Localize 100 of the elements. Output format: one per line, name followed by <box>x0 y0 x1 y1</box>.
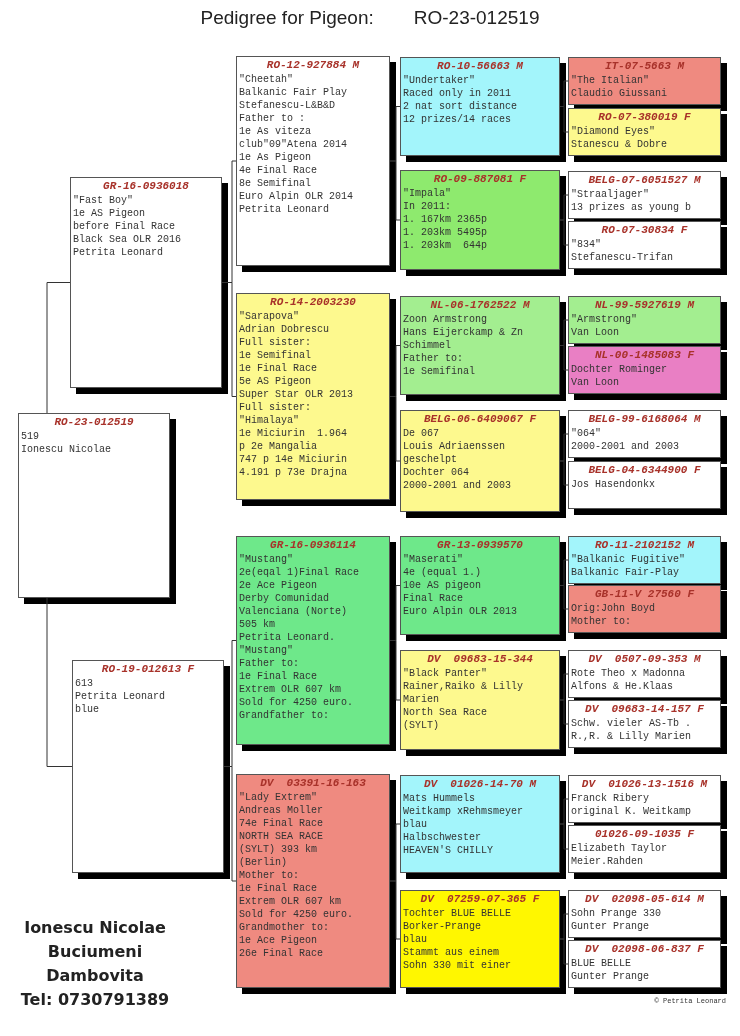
owner-address: Tel: 0730791389 <box>20 989 170 1011</box>
pedigree-note: "Mustang" <box>239 644 294 657</box>
ring-number: NL-99-5927619 M <box>594 298 696 312</box>
pedigree-note: "Lady Extrem" <box>239 791 318 804</box>
ring-number: RO-12-927884 M <box>265 58 361 72</box>
pedigree-note: BLUE BELLE <box>571 957 632 970</box>
pedigree-note: Marien <box>403 693 440 706</box>
pedigree-note: Father to : <box>239 112 306 125</box>
pedigree-note: Rainer,Raiko & Lilly <box>403 680 525 693</box>
pedigree-note: "Cheetah" <box>239 73 294 86</box>
ring-number: RO-11-2102152 M <box>594 538 696 552</box>
pedigree-note: "Armstrong" <box>571 313 638 326</box>
pedigree-note: Elizabeth Taylor <box>571 842 668 855</box>
pedigree-note: 1e Miciurin 1.964 <box>239 427 349 440</box>
pedigree-note: Sohn 330 mit einer <box>403 959 513 972</box>
pedigree-note: Sold for 4250 euro. <box>239 696 355 709</box>
pedigree-note: "Fast Boy" <box>73 194 134 207</box>
pedigree-note: club"09"Atena 2014 <box>239 138 349 151</box>
pedigree-note: HEAVEN'S CHILLY <box>403 844 494 857</box>
pedigree-note: "Himalaya" <box>239 414 300 427</box>
pedigree-note: "Impala" <box>403 187 452 200</box>
pedigree-note: Franck Ribery <box>571 792 650 805</box>
pedigree-note: Schw. vieler AS-Tb . <box>571 717 693 730</box>
pedigree-note: 1e Ace Pigeon <box>239 934 318 947</box>
ring-number: 01026-09-1035 F <box>594 827 696 841</box>
ring-number: DV 01026-13-1516 M <box>580 777 709 791</box>
pedigree-note: Weitkamp xRehmsmeyer <box>403 805 525 818</box>
pedigree-note: 505 km <box>239 618 276 631</box>
pedigree-note: 1e Semifinal <box>239 349 312 362</box>
pedigree-note: Valenciana (Norte) <box>239 605 349 618</box>
pedigree-note: 1e Final Race <box>239 882 318 895</box>
pedigree-note: Ionescu Nicolae <box>21 443 112 456</box>
pedigree-note: Extrem OLR 607 km <box>239 683 343 696</box>
pedigree-note: Gunter Prange <box>571 970 650 983</box>
pedigree-note: Tochter BLUE BELLE <box>403 907 513 920</box>
pedigree-note: "Straaljager" <box>571 188 650 201</box>
pedigree-note: "Black Panter" <box>403 667 488 680</box>
pedigree-note: blau <box>403 933 428 946</box>
pedigree-note: 74e Final Race <box>239 817 324 830</box>
pedigree-note: Sohn Prange 330 <box>571 907 662 920</box>
pedigree-note: Gunter Prange <box>571 920 650 933</box>
pedigree-note: Meier.Rahden <box>571 855 644 868</box>
pedigree-note: before Final Race <box>73 220 177 233</box>
pedigree-note: 1e Final Race <box>239 362 318 375</box>
pedigree-note: Van Loon <box>571 326 620 339</box>
pedigree-note: "Diamond Eyes" <box>571 125 656 138</box>
pedigree-note: (SYLT) 393 km <box>239 843 318 856</box>
owner-address: Buciumeni <box>47 941 143 963</box>
pedigree-note: Black Sea OLR 2016 <box>73 233 183 246</box>
pedigree-note: 519 <box>21 430 40 443</box>
pedigree-note: 4.191 p 73e Drajna <box>239 466 349 479</box>
pedigree-note: Sold for 4250 euro. <box>239 908 355 921</box>
pedigree-note: 2e(eqal 1)Final Race <box>239 566 361 579</box>
ring-number: DV 0507-09-353 M <box>587 652 702 666</box>
pedigree-note: 10e AS pigeon <box>403 579 482 592</box>
pedigree-note: 2000-2001 and 2003 <box>403 479 513 492</box>
pedigree-note: Van Loon <box>571 376 620 389</box>
pedigree-note: Raced only in 2011 <box>403 87 513 100</box>
pedigree-note: Claudio Giussani <box>571 87 668 100</box>
ring-number: DV 07259-07-365 F <box>419 892 541 906</box>
ring-number: DV 01026-14-70 M <box>422 777 538 791</box>
pedigree-note: Euro Alpin OLR 2014 <box>239 190 355 203</box>
pedigree-note: 2e Ace Pigeon <box>239 579 318 592</box>
pedigree-note: Alfons & He.Klaas <box>571 680 675 693</box>
pedigree-note: Final Race <box>403 592 464 605</box>
pedigree-note: Orig:John Boyd <box>571 602 656 615</box>
pedigree-note: Full sister: <box>239 336 312 349</box>
owner-address: Ionescu Nicolae <box>24 917 166 939</box>
ring-number: DV 02098-05-614 M <box>584 892 705 906</box>
pedigree-note: (Berlin) <box>239 856 288 869</box>
pedigree-note: Andreas Moller <box>239 804 324 817</box>
pedigree-note: p 2e Mangalia <box>239 440 318 453</box>
ring-number: DV 03391-16-163 <box>259 776 367 790</box>
pedigree-note: 2000-2001 and 2003 <box>571 440 681 453</box>
pedigree-connector <box>559 219 569 246</box>
pedigree-connector <box>559 699 569 725</box>
ring-number: RO-09-887081 F <box>432 172 528 186</box>
pedigree-connector <box>389 880 401 940</box>
pedigree-note: Rote Theo x Madonna <box>571 667 687 680</box>
ring-number: RO-23-012519 <box>413 6 540 30</box>
pedigree-note: geschelpt <box>403 453 458 466</box>
pedigree-note: Schimmel <box>403 339 452 352</box>
pedigree-note: 613 <box>75 677 94 690</box>
pedigree-note: 1e AS Pigeon <box>73 207 146 220</box>
pedigree-connector <box>389 160 401 221</box>
pedigree-note: 1. 203km 644p <box>403 239 488 252</box>
pedigree-note: Mother to: <box>239 869 300 882</box>
pedigree-note: Petrita Leonard <box>73 246 164 259</box>
ring-number: GB-11-V 27560 F <box>594 587 696 601</box>
pedigree-note: "834" <box>571 238 602 251</box>
pedigree-note: (SYLT) <box>403 719 440 732</box>
pedigree-note: Halbschwester <box>403 831 482 844</box>
ring-number: RO-10-56663 M <box>436 59 524 73</box>
pedigree-note: Adrian Dobrescu <box>239 323 330 336</box>
ring-number: DV 09683-14-157 F <box>584 702 705 716</box>
pedigree-note: Petrita Leonard <box>239 203 330 216</box>
pedigree-note: Grandfather to: <box>239 709 330 722</box>
ring-number: RO-07-30834 F <box>600 223 689 237</box>
pedigree-note: "Undertaker" <box>403 74 476 87</box>
pedigree-note: Grandmother to: <box>239 921 330 934</box>
